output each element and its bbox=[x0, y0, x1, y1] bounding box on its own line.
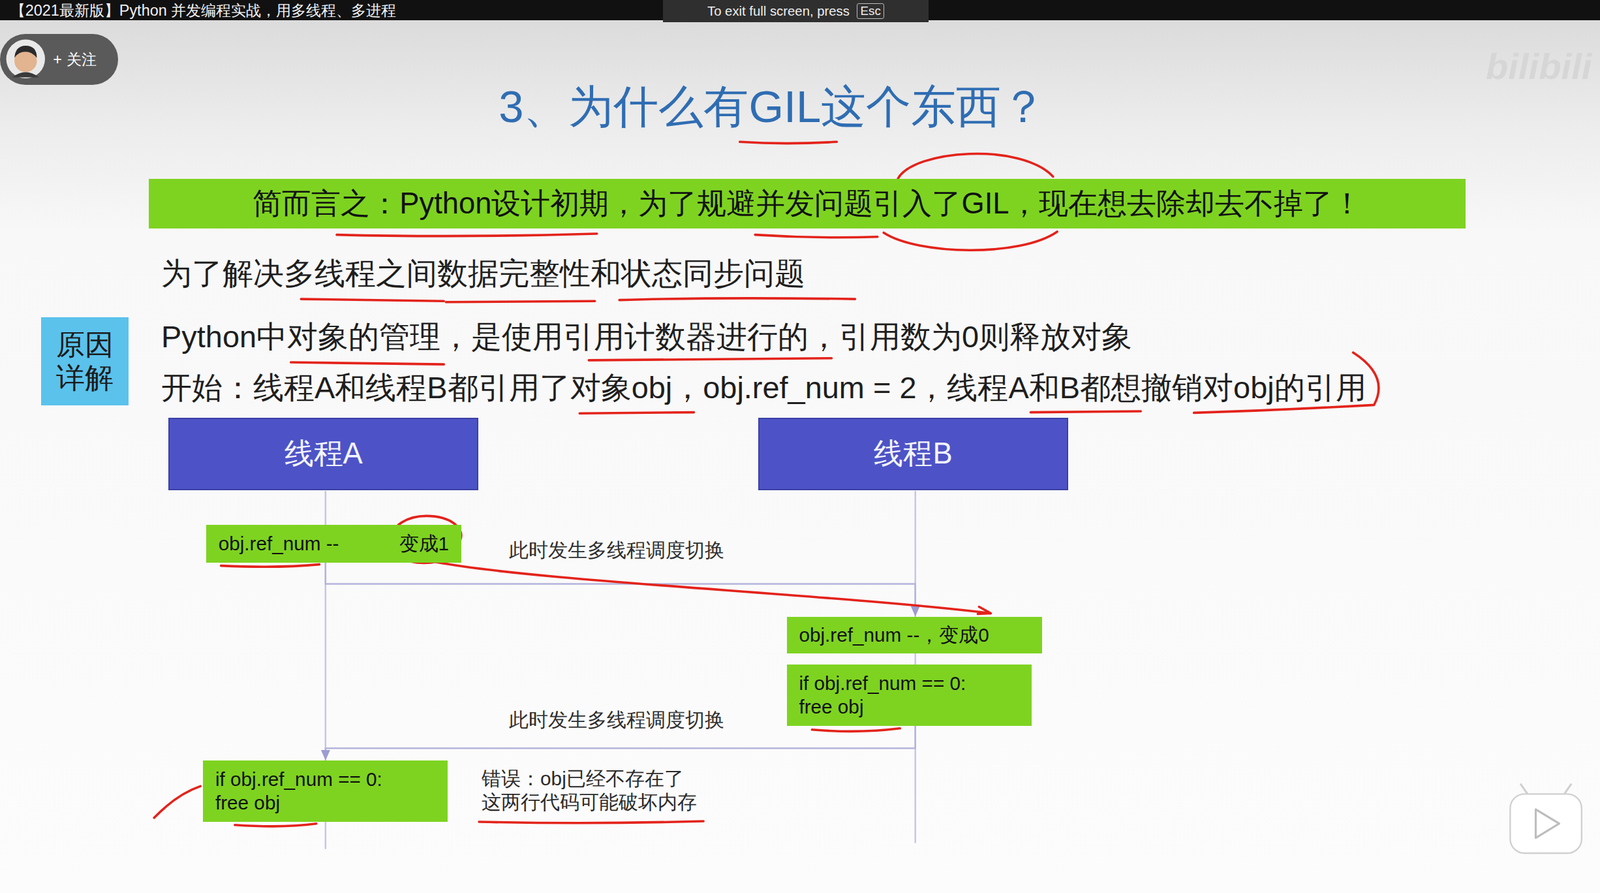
key-cap: Esc bbox=[856, 3, 885, 20]
thread-header: 线程A bbox=[168, 417, 479, 491]
watermark: bilibili bbox=[1485, 44, 1593, 89]
body-text: Python中对象的管理，是使用引用计数器进行的，引用数为0则释放对象 bbox=[161, 318, 1133, 355]
body-text: 为了解决多线程之间数据完整性和状态同步问题 bbox=[161, 255, 806, 292]
pen-stroke bbox=[300, 298, 444, 301]
avatar-icon bbox=[5, 38, 47, 80]
code-box: if obj.ref_num == 0: free obj bbox=[202, 760, 448, 822]
node-text: obj.ref_num --，变成0 bbox=[798, 623, 989, 647]
pen-stroke bbox=[754, 234, 878, 238]
pen-stroke bbox=[234, 823, 317, 827]
node-text: if obj.ref_num == 0: free obj bbox=[215, 767, 384, 814]
step-box: obj.ref_num -- 变成1 bbox=[206, 524, 462, 563]
play-button-ears bbox=[1520, 783, 1572, 795]
node-text: obj.ref_num -- bbox=[218, 531, 340, 556]
node-text: 线程A bbox=[284, 435, 363, 472]
arrow-head bbox=[910, 606, 921, 617]
fullscreen-hint: To exit full screen, press Esc bbox=[662, 0, 929, 23]
pen-stroke bbox=[478, 820, 704, 823]
play-triangle bbox=[1535, 809, 1559, 838]
play-button-icon bbox=[1509, 783, 1582, 853]
switch-note: 此时发生多线程调度切换 bbox=[508, 538, 725, 562]
arrow-line bbox=[325, 562, 916, 607]
error-note: 这两行代码可能破坏内存 bbox=[481, 790, 697, 814]
pen-stroke bbox=[435, 561, 991, 614]
slide-title: 3、为什么有GIL这个东西？ bbox=[498, 80, 1047, 135]
summary-band: 简而言之：Python设计初期，为了规避并发问题引入了GIL，现在想去除却去不掉… bbox=[148, 178, 1465, 230]
node-text: Esc bbox=[860, 3, 881, 19]
pen-stroke bbox=[221, 564, 320, 568]
node-text: + 关注 bbox=[52, 50, 96, 69]
node-text: 简而言之：Python设计初期，为了规避并发问题引入了GIL，现在想去除却去不掉… bbox=[252, 185, 1362, 222]
pen-stroke bbox=[1030, 411, 1141, 413]
pen-stroke bbox=[883, 231, 1058, 250]
pen-stroke bbox=[619, 298, 855, 301]
node-text: if obj.ref_num == 0: free obj bbox=[798, 671, 968, 718]
pen-stroke bbox=[588, 358, 832, 361]
node-text: 变成1 bbox=[399, 531, 450, 556]
pen-stroke bbox=[153, 785, 201, 817]
step-box: obj.ref_num --，变成0 bbox=[786, 616, 1043, 654]
play-button-frame bbox=[1509, 793, 1582, 853]
switch-note: 此时发生多线程调度切换 bbox=[508, 707, 725, 732]
thread-header: 线程B bbox=[758, 417, 1069, 491]
pen-stroke bbox=[336, 233, 598, 237]
pen-stroke bbox=[811, 728, 900, 732]
reason-box: 原因详解 bbox=[41, 317, 129, 405]
pen-stroke bbox=[579, 412, 694, 414]
code-box: if obj.ref_num == 0: free obj bbox=[786, 664, 1032, 726]
node-text: 原因详解 bbox=[55, 328, 115, 395]
follow-button: + 关注 bbox=[0, 33, 119, 85]
sequence-arrow bbox=[321, 725, 916, 761]
arrow-head bbox=[321, 749, 331, 761]
error-note: 错误：obj已经不存在了 bbox=[481, 766, 684, 791]
node-text: 线程B bbox=[873, 435, 953, 472]
node-text: To exit full screen, press bbox=[707, 3, 850, 19]
body-text: 开始：线程A和线程B都引用了对象obj，obj.ref_num = 2，线程A和… bbox=[161, 369, 1367, 406]
pen-stroke bbox=[291, 362, 445, 365]
sequence-arrow bbox=[325, 562, 921, 617]
pen-stroke bbox=[445, 300, 595, 303]
pen-stroke bbox=[897, 153, 1054, 179]
pen-stroke bbox=[739, 141, 838, 143]
node-text: 【2021最新版】Python 并发编程实战，用多线程、多进程 bbox=[10, 1, 397, 20]
